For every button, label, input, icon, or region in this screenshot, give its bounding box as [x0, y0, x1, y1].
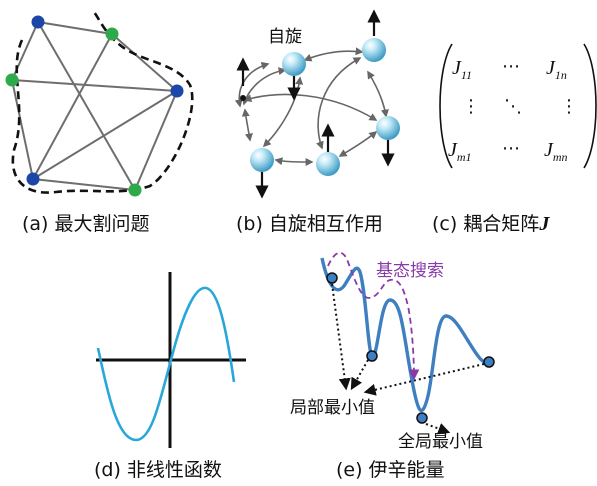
- matrix-entry-1n: J1n: [546, 57, 567, 82]
- panel-d-nonlinear-function: (d) 非线性函数: [94, 272, 246, 481]
- graph-node-blue: [170, 84, 184, 98]
- panel-a-caption: (a) 最大割问题: [22, 213, 150, 235]
- panel-d-caption: (d) 非线性函数: [94, 459, 222, 481]
- global-min-label: 全局最小值: [398, 432, 483, 452]
- spin-up-bottom-mid: [316, 123, 340, 176]
- matrix-hdots-bottom: ⋯: [502, 138, 520, 159]
- cut-boundary-1: [11, 11, 194, 194]
- panel-b-spin-interaction: 自旋: [234, 9, 400, 235]
- spin-down-far-right: [376, 116, 400, 167]
- interaction-links: [234, 47, 389, 166]
- local-min-pointers: [331, 283, 485, 435]
- graph-node-green: [105, 27, 119, 41]
- matrix-entry-m1: Jm1: [448, 139, 472, 164]
- matrix-ddots: ⋱: [504, 96, 522, 117]
- global-min-point: [416, 412, 428, 424]
- graph-node-green: [128, 183, 142, 197]
- local-min-point: [366, 350, 378, 362]
- panel-b-caption: (b) 自旋相互作用: [236, 213, 383, 235]
- ground-state-search-path: [327, 251, 420, 381]
- matrix-right-bracket: [583, 43, 597, 169]
- ground-state-search-label: 基态搜索: [376, 261, 444, 281]
- graph-edges: [11, 21, 178, 191]
- panel-a-maxcut-graph: (a) 最大割问题: [5, 11, 194, 235]
- local-min-point: [483, 356, 495, 368]
- graph-node-blue: [26, 172, 40, 186]
- spin-label: 自旋: [268, 27, 302, 47]
- matrix-entry-mn: Jmn: [544, 139, 568, 164]
- matrix-entry-11: J11: [452, 57, 472, 82]
- spin-down-bottom-left: [250, 148, 274, 199]
- matrix-vdots-left: ⋮: [462, 96, 480, 117]
- matrix-vdots-right: ⋮: [560, 96, 578, 117]
- spin-up-right: [362, 9, 386, 62]
- spin-down-top: [282, 52, 306, 101]
- spin-up-left: [236, 57, 250, 101]
- panel-e-caption: (e) 伊辛能量: [336, 459, 445, 481]
- graph-node-green: [5, 73, 19, 87]
- nonlinear-curve: [96, 286, 236, 442]
- panel-e-ising-energy: 基态搜索 局部最小值 全局最小值 (e) 伊辛能量: [290, 251, 495, 481]
- matrix-left-bracket: [439, 43, 453, 169]
- local-min-point: [326, 272, 338, 284]
- energy-landscape-curve: [320, 257, 492, 413]
- local-min-label: 局部最小值: [290, 398, 375, 418]
- matrix-hdots-top: ⋯: [502, 56, 520, 77]
- graph-node-blue: [31, 15, 45, 29]
- panel-c-coupling-matrix: J11 ⋯ J1n ⋮ ⋱ ⋮ Jm1 ⋯ Jmn (c) 耦合矩阵J: [432, 43, 597, 235]
- local-minima-markers: [326, 272, 495, 424]
- panel-c-caption: (c) 耦合矩阵J: [432, 213, 550, 235]
